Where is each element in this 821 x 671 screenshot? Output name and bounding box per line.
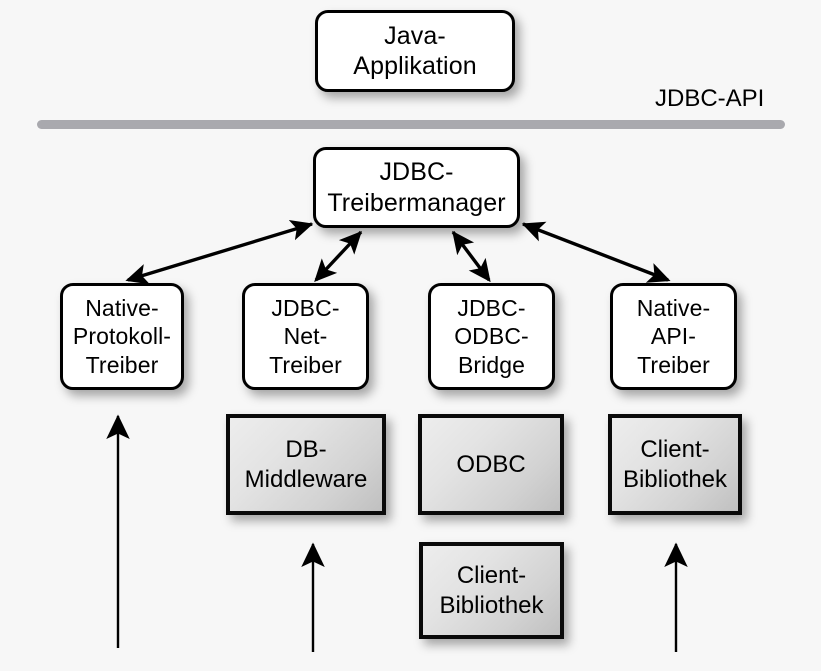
node-db-middleware: DB- Middleware xyxy=(226,414,386,515)
node-jdbc-treibermanager-label: JDBC- Treibermanager xyxy=(316,157,517,218)
node-java-applikation-label: Java- Applikation xyxy=(318,21,512,82)
driver1-line2: Net- xyxy=(283,323,328,350)
node-native-api-treiber: Native- API- Treiber xyxy=(610,283,737,390)
jdbc-api-separator-bar xyxy=(37,120,785,129)
driver0-line2: Protokoll- xyxy=(72,323,172,350)
node-java-applikation-line2: Applikation xyxy=(353,52,477,80)
node-jdbc-treibermanager-line1: JDBC- xyxy=(379,158,454,186)
arrow-manager-native-api xyxy=(521,221,671,283)
node-client-bibliothek-odbc-label: Client- Bibliothek xyxy=(423,561,560,620)
driver1-line3: Treiber xyxy=(269,351,342,378)
node-java-applikation-line1: Java- xyxy=(384,21,446,50)
arrow-manager-jdbc-odbc xyxy=(451,230,491,283)
support0-line2: Middleware xyxy=(244,465,368,493)
driver2-line1: JDBC- xyxy=(457,295,526,322)
support3-line2: Bibliothek xyxy=(439,591,544,619)
node-db-middleware-label: DB- Middleware xyxy=(230,435,382,494)
arrow-manager-jdbc-net xyxy=(314,230,363,282)
driver3-line3: Treiber xyxy=(637,351,710,378)
node-client-bibliothek-right: Client- Bibliothek xyxy=(608,414,742,515)
driver3-line1: Native- xyxy=(636,295,711,322)
node-native-api-treiber-label: Native- API- Treiber xyxy=(613,294,734,378)
node-native-protokoll-treiber-label: Native- Protokoll- Treiber xyxy=(63,294,181,378)
node-odbc: ODBC xyxy=(418,414,564,515)
node-jdbc-net-treiber-label: JDBC- Net- Treiber xyxy=(245,294,366,378)
support3-line1: Client- xyxy=(456,562,527,590)
node-jdbc-odbc-bridge-label: JDBC- ODBC- Bridge xyxy=(431,294,552,378)
jdbc-api-label: JDBC-API xyxy=(655,85,765,112)
node-jdbc-net-treiber: JDBC- Net- Treiber xyxy=(242,283,369,390)
node-java-applikation: Java- Applikation xyxy=(315,10,515,92)
driver2-line3: Bridge xyxy=(457,351,526,378)
node-jdbc-treibermanager-line2: Treibermanager xyxy=(327,188,506,217)
driver1-line1: JDBC- xyxy=(271,295,340,322)
driver0-line3: Treiber xyxy=(85,351,159,378)
support2-line2: Bibliothek xyxy=(622,465,728,493)
node-jdbc-odbc-bridge: JDBC- ODBC- Bridge xyxy=(428,283,555,390)
support2-line1: Client- xyxy=(640,436,710,464)
support1-line1: ODBC xyxy=(456,450,526,478)
driver2-line2: ODBC- xyxy=(454,323,529,350)
node-jdbc-treibermanager: JDBC- Treibermanager xyxy=(313,147,520,228)
node-odbc-label: ODBC xyxy=(422,450,560,479)
arrow-manager-native-protokoll xyxy=(125,220,314,285)
node-client-bibliothek-right-label: Client- Bibliothek xyxy=(612,435,738,494)
node-client-bibliothek-odbc: Client- Bibliothek xyxy=(419,542,564,639)
support0-line1: DB- xyxy=(285,436,327,464)
driver0-line1: Native- xyxy=(85,295,159,322)
driver3-line2: API- xyxy=(650,323,697,350)
node-native-protokoll-treiber: Native- Protokoll- Treiber xyxy=(60,283,184,390)
